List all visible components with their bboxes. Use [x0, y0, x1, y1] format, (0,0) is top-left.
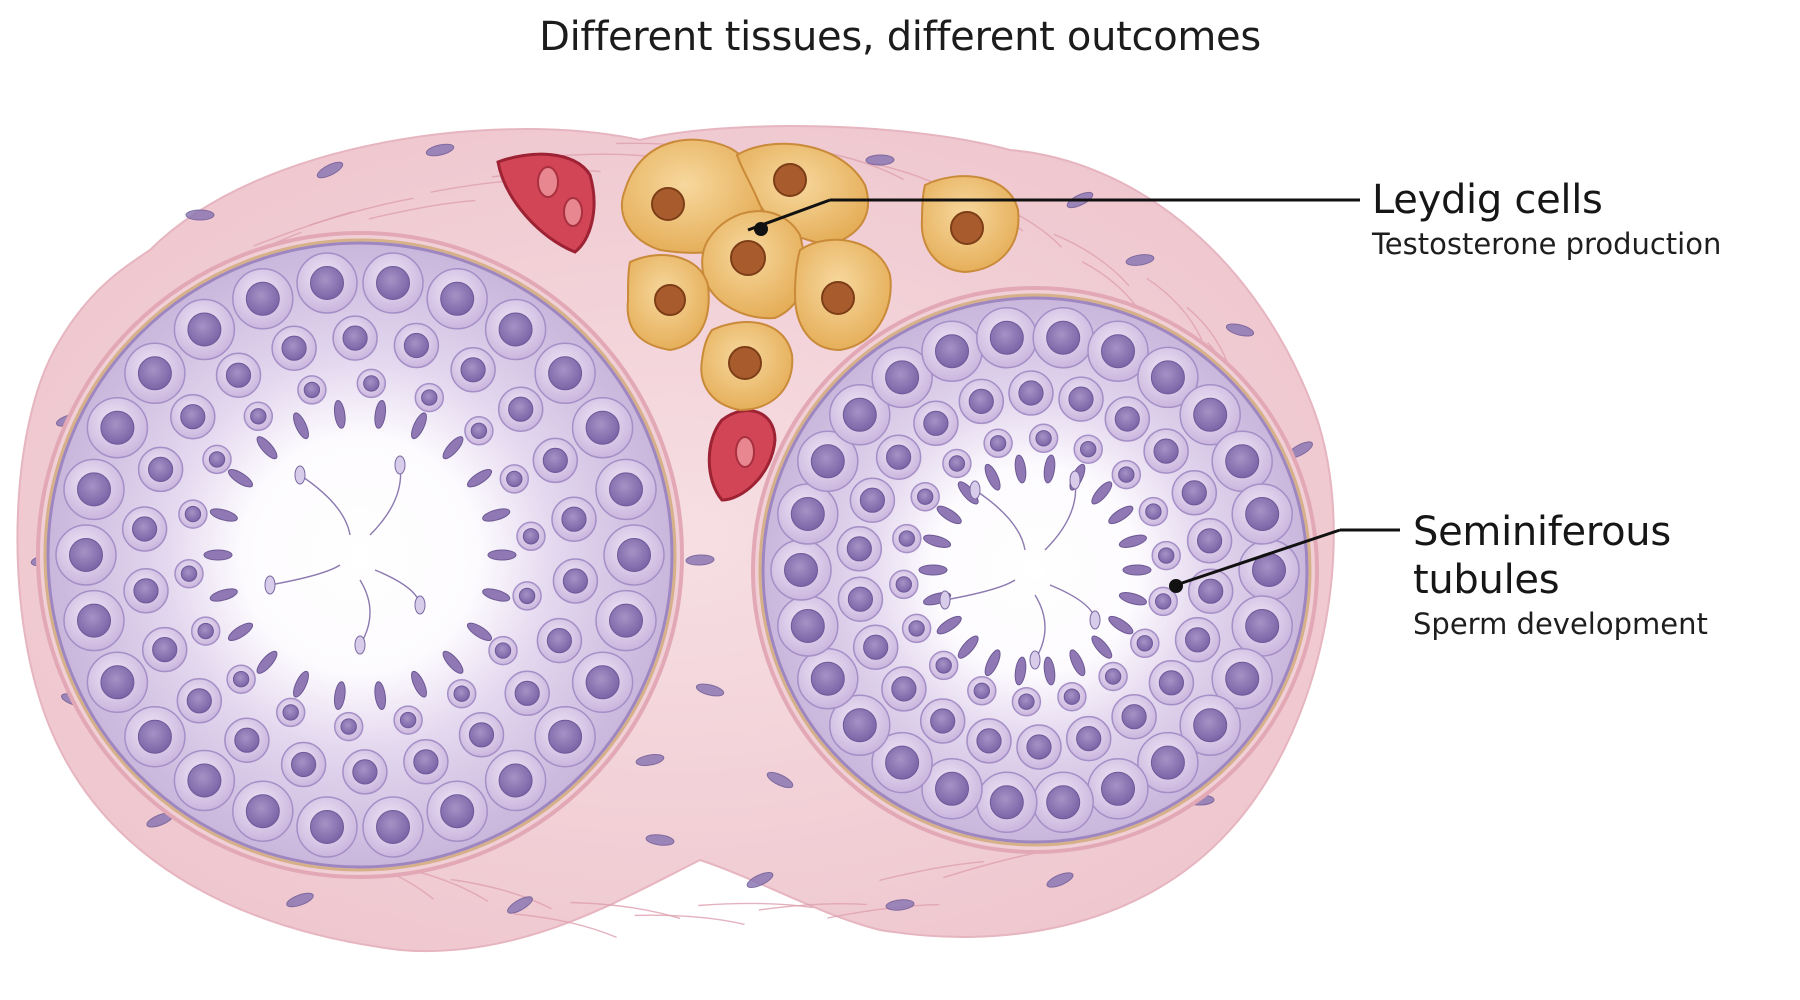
seminiferous-tubule-right [751, 286, 1319, 854]
page-title: Different tissues, different outcomes [539, 14, 1261, 60]
blood-vessel-icon [496, 152, 596, 254]
label-tubules-description: Sperm development [1413, 607, 1708, 641]
stroma-cells [30, 143, 1313, 914]
leader-line-tubules [1175, 528, 1400, 587]
label-leydig-name: Leydig cells [1372, 177, 1603, 223]
callout-tubules: Seminiferous tubules Sperm development [1413, 508, 1800, 642]
leydig-cell-cluster-icon [620, 138, 1020, 412]
blood-vessel-icon [707, 409, 777, 502]
label-tubules-name: Seminiferous tubules [1413, 509, 1671, 603]
leader-dot-tubules [1169, 579, 1183, 593]
seminiferous-tubule-left [36, 231, 684, 879]
leader-dot-leydig [754, 222, 768, 236]
label-leydig-description: Testosterone production [1372, 227, 1722, 261]
callout-leydig: Leydig cells Testosterone production [1372, 176, 1721, 262]
